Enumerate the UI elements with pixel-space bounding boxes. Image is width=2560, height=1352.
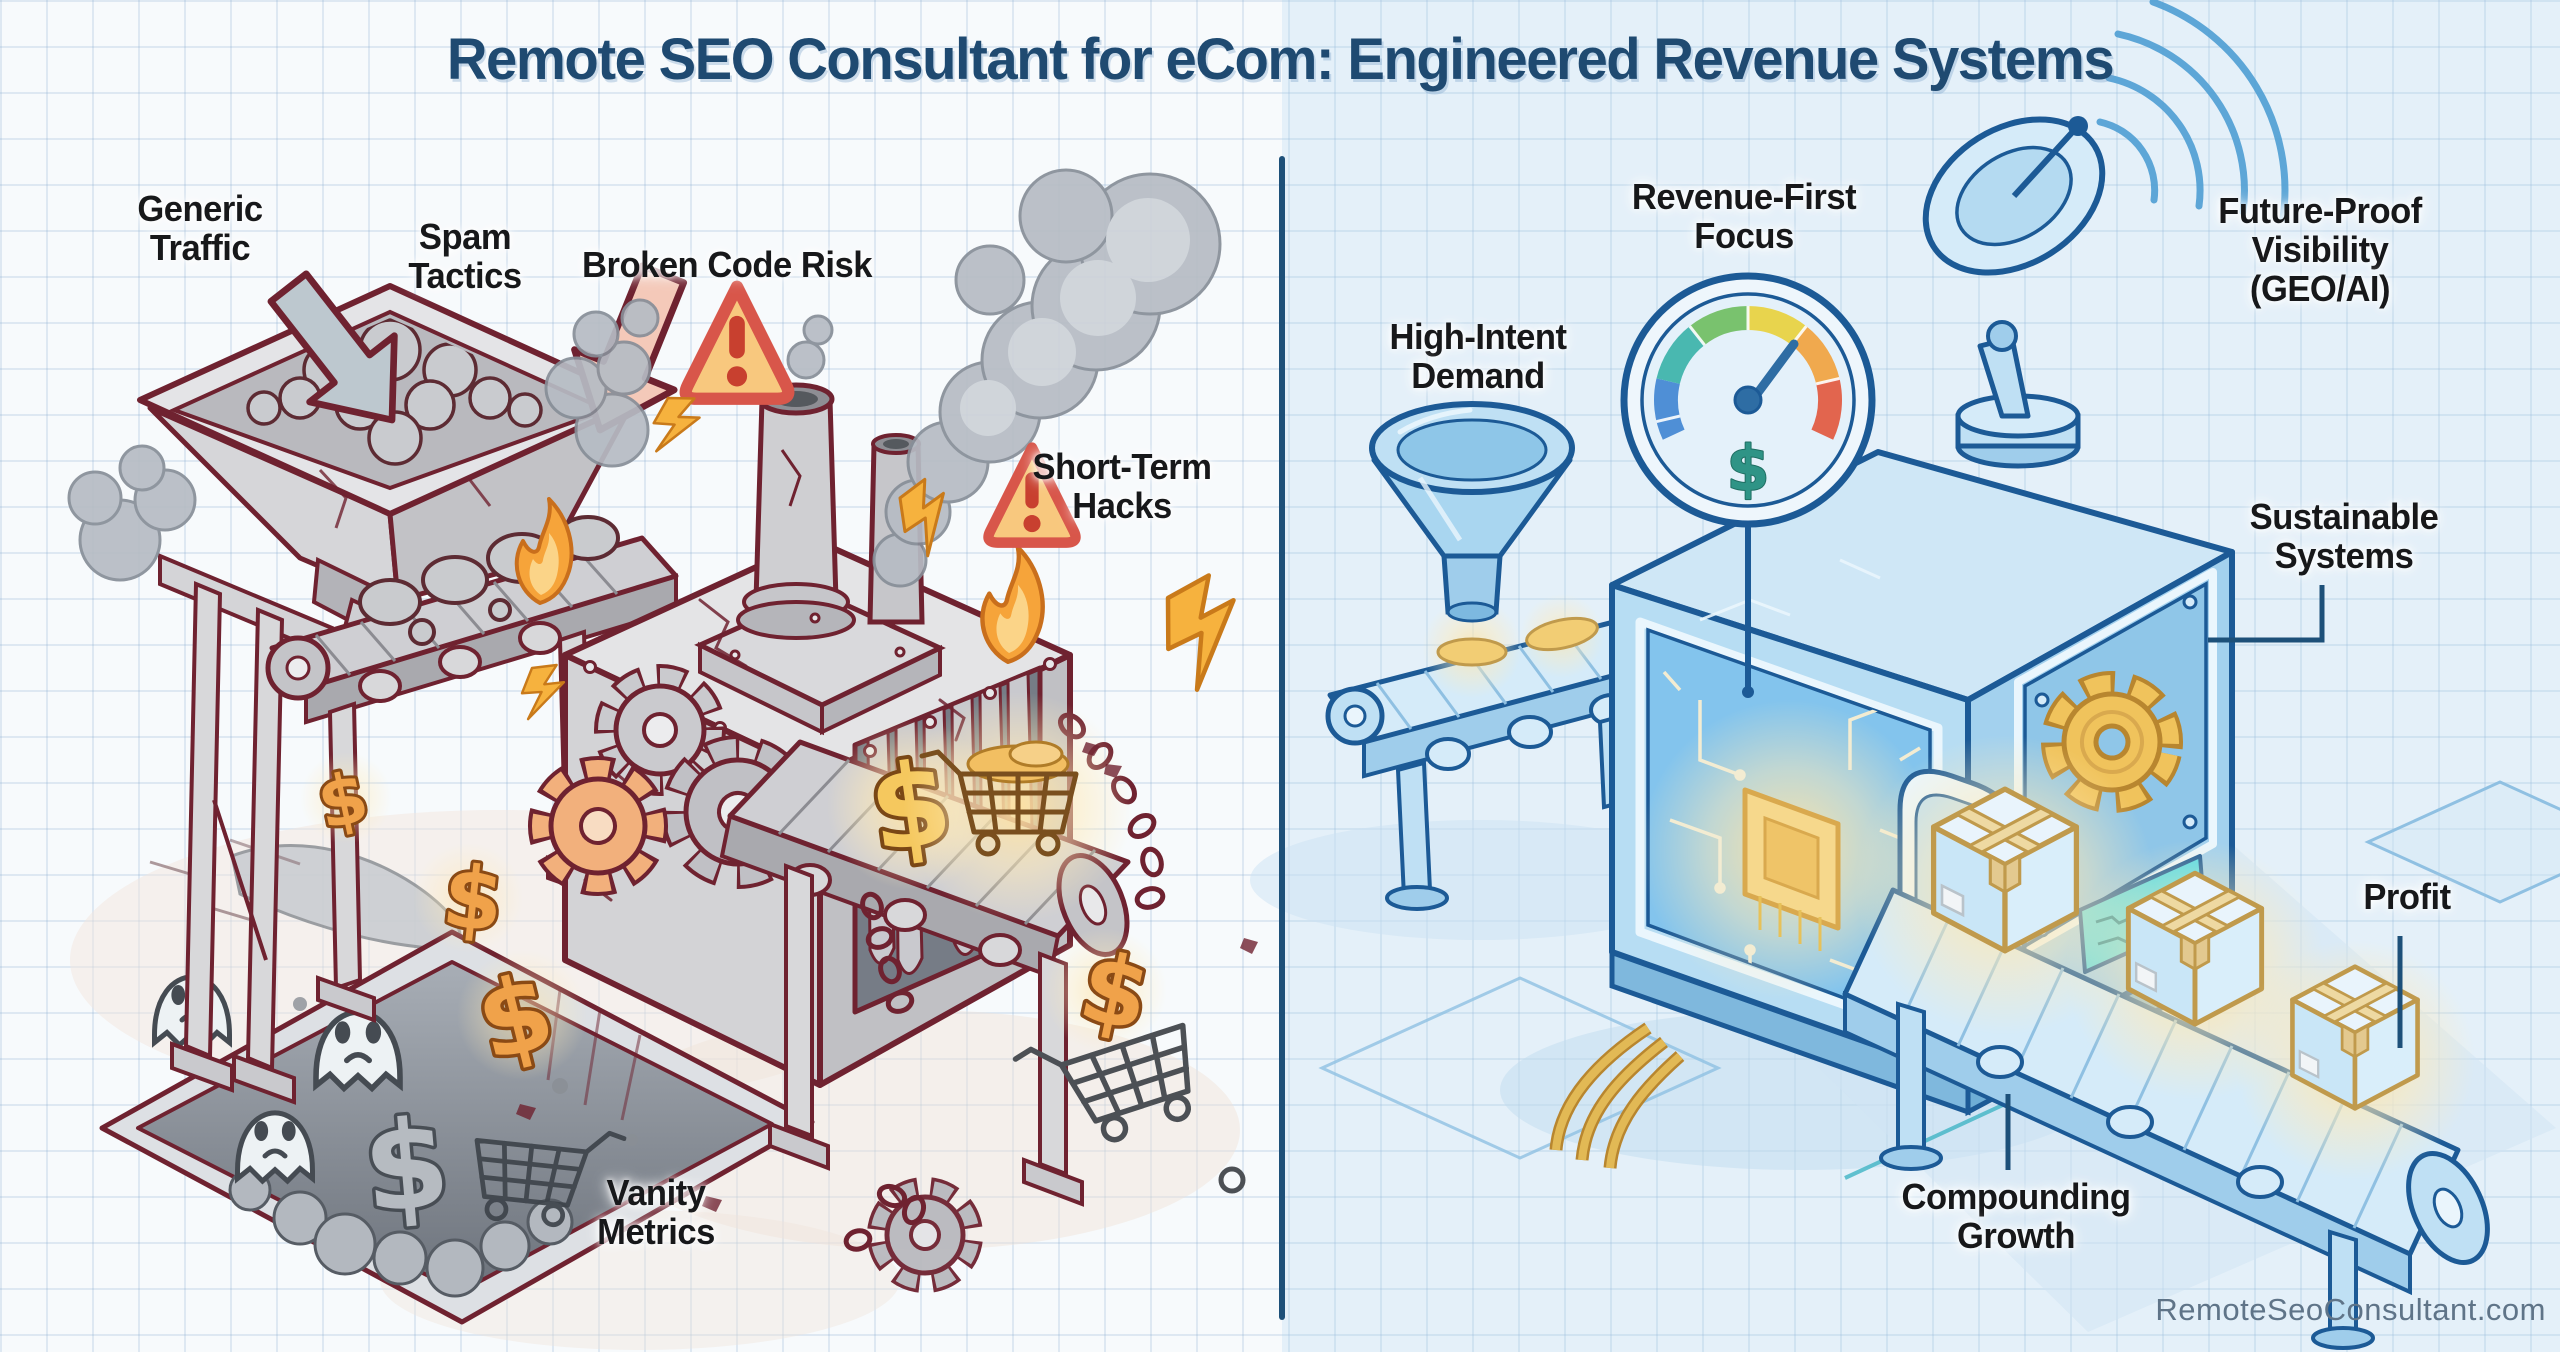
right-scene: $ (1250, 0, 2560, 1350)
glowing-chip-icon (1742, 787, 1841, 951)
label-high-intent-demand: High-Intent Demand (1389, 316, 1567, 396)
label-spam-tactics: Spam Tactics (408, 216, 522, 296)
label-profit: Profit (2363, 876, 2451, 917)
debris-bits (293, 742, 1258, 1212)
demand-funnel-icon (1369, 401, 1575, 623)
svg-text:$: $ (358, 1092, 455, 1241)
label-vanity-metrics: Vanity Metrics (597, 1172, 715, 1252)
revenue-machine (1549, 449, 2235, 1169)
watermark: RemoteSeoConsultant.com (2155, 1292, 2546, 1327)
label-connectors (2005, 585, 2403, 1170)
label-broken-code-risk: Broken Code Risk (582, 244, 872, 285)
label-revenue-first-focus: Revenue-First Focus (1631, 176, 1857, 256)
svg-text:$: $ (438, 846, 508, 952)
left-scene: $ $ $ $ $ $ (67, 168, 1258, 1350)
panel-divider (1279, 156, 1285, 1320)
smokestacks (736, 382, 925, 640)
revenue-gauge-icon: $ (1620, 272, 1876, 698)
label-generic-traffic: Generic Traffic (137, 188, 263, 268)
label-short-term-hacks: Short-Term Hacks (1032, 446, 1212, 526)
label-compounding-growth: Compounding Growth (1901, 1176, 2131, 1256)
gear-icons-left (528, 664, 983, 1293)
sustainable-systems-connector (2208, 585, 2325, 643)
fire-flame-icon (982, 547, 1042, 661)
glowing-cart-icon (903, 692, 1133, 922)
label-future-proof-visibility: Future-Proof Visibility (GEO/AI) (2218, 190, 2422, 309)
pit-sludge (228, 1168, 574, 1298)
page-title: Remote SEO Consultant for eCom: Engineer… (446, 27, 2115, 92)
svg-text:$: $ (1726, 432, 1769, 505)
loose-wheel-icon (1218, 1166, 1246, 1194)
signal-waves-icon (2096, 0, 2289, 222)
power-cables (1549, 1022, 1685, 1169)
label-sustainable-systems: Sustainable Systems (2249, 496, 2439, 576)
dollar-icons-left: $ $ $ $ $ $ (300, 720, 1167, 1244)
profit-box-icons (1855, 735, 2475, 1180)
chain-icon (843, 712, 1166, 1252)
satellite-dish-icon (1922, 0, 2289, 469)
